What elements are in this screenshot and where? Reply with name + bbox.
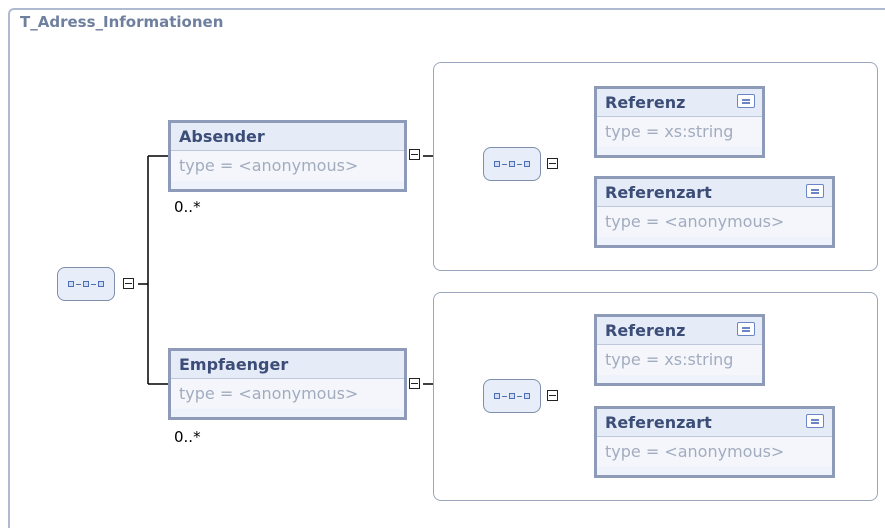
- element-type: type = <anonymous>: [171, 151, 404, 181]
- element-name: Referenz: [605, 93, 686, 112]
- collapse-toggle-empfaenger-seq[interactable]: [547, 390, 558, 401]
- collapse-toggle-root[interactable]: [123, 278, 134, 289]
- element-referenzart[interactable]: Referenzart type = <anonymous>: [594, 406, 835, 478]
- element-referenz[interactable]: Referenz type = xs:string: [594, 86, 765, 158]
- sequence-icon: [58, 281, 114, 287]
- complex-type-title: T_Adress_Informationen: [20, 13, 224, 31]
- element-name: Referenzart: [605, 183, 712, 202]
- occurrence-label: 0..*: [174, 198, 201, 216]
- collapse-toggle-empfaenger[interactable]: [409, 378, 420, 389]
- sequence-icon: [484, 393, 540, 399]
- documentation-icon: [806, 184, 824, 198]
- sequence-icon: [484, 161, 540, 167]
- element-name: Absender: [171, 123, 404, 151]
- element-type: type = xs:string: [597, 117, 762, 147]
- element-name: Referenzart: [605, 413, 712, 432]
- element-absender[interactable]: Absender type = <anonymous>: [168, 120, 407, 192]
- complex-type-frame: [8, 8, 885, 528]
- documentation-icon: [737, 322, 755, 336]
- element-type: type = <anonymous>: [597, 437, 832, 467]
- element-referenz[interactable]: Referenz type = xs:string: [594, 314, 765, 386]
- collapse-toggle-absender-seq[interactable]: [547, 158, 558, 169]
- sequence-empfaenger[interactable]: [483, 379, 541, 413]
- element-type: type = <anonymous>: [171, 379, 404, 409]
- root-sequence[interactable]: [57, 267, 115, 301]
- element-empfaenger[interactable]: Empfaenger type = <anonymous>: [168, 348, 407, 420]
- collapse-toggle-absender[interactable]: [409, 149, 420, 160]
- element-type: type = xs:string: [597, 345, 762, 375]
- element-referenzart[interactable]: Referenzart type = <anonymous>: [594, 176, 835, 248]
- sequence-absender[interactable]: [483, 147, 541, 181]
- element-name: Empfaenger: [171, 351, 404, 379]
- element-type: type = <anonymous>: [597, 207, 832, 237]
- documentation-icon: [806, 414, 824, 428]
- documentation-icon: [737, 94, 755, 108]
- element-name: Referenz: [605, 321, 686, 340]
- occurrence-label: 0..*: [174, 428, 201, 446]
